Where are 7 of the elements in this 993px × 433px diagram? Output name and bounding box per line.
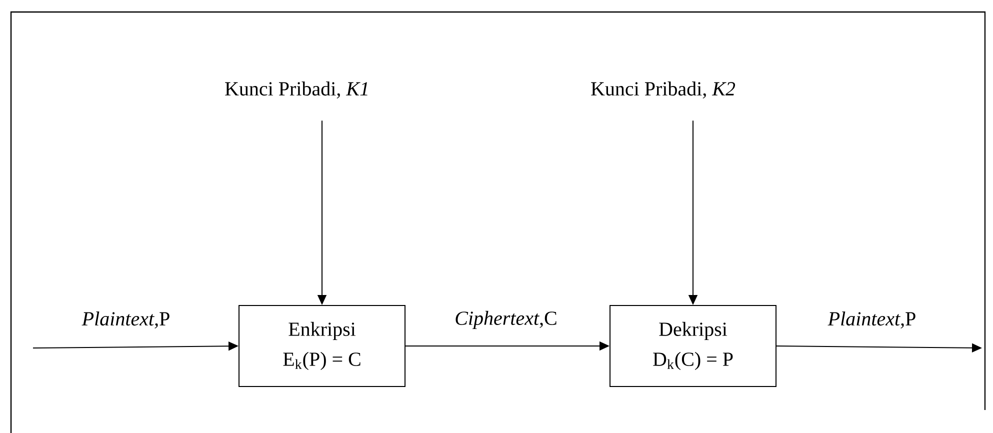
process-box: Enkripsi E$_{k}$(P) = C [238,305,406,387]
edge-label: Plaintext,P [828,312,916,328]
key-label: Kunci Pribadi, K2 [591,82,736,98]
process-box: Dekripsi D$_{k}$(C) = P [610,305,776,387]
edge-label: Plaintext,P [82,312,170,328]
key-label: Kunci Pribadi, K1 [225,82,368,98]
edge-label: Ciphertext,C [456,310,556,330]
